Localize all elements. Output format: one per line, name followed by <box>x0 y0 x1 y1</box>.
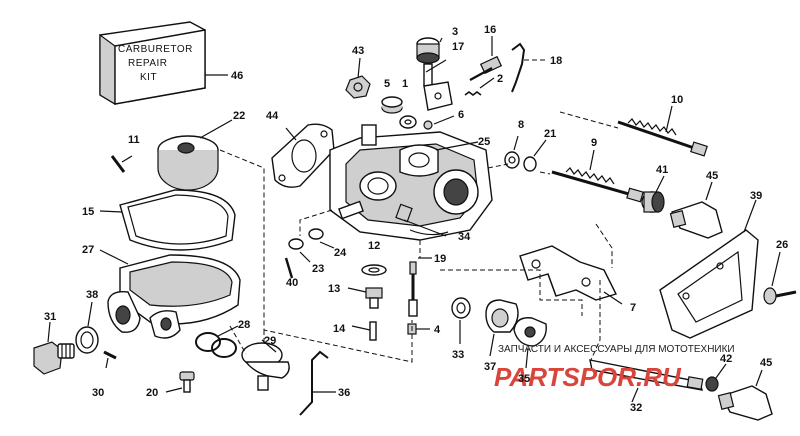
callout-21: 21 <box>544 128 556 140</box>
callout-32: 32 <box>630 402 642 414</box>
callout-11: 11 <box>128 134 140 146</box>
gland-6 <box>423 115 455 130</box>
pin-30 <box>103 350 117 369</box>
watermark-tagline: ЗАПЧАСТИ И АКСЕССУАРЫ ДЛЯ МОТОТЕХНИКИ <box>498 344 735 355</box>
callout-31: 31 <box>44 311 56 323</box>
callout-25: 25 <box>478 136 490 148</box>
callout-17: 17 <box>452 41 464 53</box>
link-rod-36 <box>299 350 336 416</box>
nut-43 <box>345 57 371 99</box>
callout-40: 40 <box>286 277 298 289</box>
plug-5 <box>381 96 403 114</box>
washer-33 <box>451 297 471 344</box>
pin-part <box>110 155 133 173</box>
callout-46: 46 <box>231 70 243 82</box>
callout-9: 9 <box>591 137 597 149</box>
carburetor-body <box>329 124 493 241</box>
shaft-32 <box>589 359 704 403</box>
callout-42: 42 <box>720 353 732 365</box>
o-rings <box>195 325 239 358</box>
callout-44: 44 <box>266 110 279 122</box>
callout-45-bottom: 45 <box>760 357 772 369</box>
callout-1: 1 <box>402 78 408 90</box>
watermark: ЗАПЧАСТИ И АКСЕССУАРЫ ДЛЯ МОТОТЕХНИКИ PA… <box>494 344 735 392</box>
callout-6: 6 <box>458 109 464 121</box>
assembly-dashed-lines <box>219 111 619 363</box>
callout-39: 39 <box>750 190 762 202</box>
needle-valve-stack <box>416 37 453 111</box>
float-bowl-gasket <box>99 189 236 251</box>
callout-16: 16 <box>484 24 496 36</box>
callout-29: 29 <box>264 335 276 347</box>
bushing-41 <box>641 175 665 213</box>
roller-37 <box>485 299 519 357</box>
repair-kit-box: CARBURETOR REPAIR KIT <box>99 21 228 106</box>
callout-13: 13 <box>328 283 340 295</box>
callout-2: 2 <box>497 73 503 85</box>
callout-22: 22 <box>233 110 245 122</box>
callout-14: 14 <box>333 323 346 335</box>
flange-gasket-44 <box>271 123 335 188</box>
callout-36: 36 <box>338 387 350 399</box>
callout-7: 7 <box>630 302 636 314</box>
knob-45-top <box>669 181 723 239</box>
screw-26 <box>763 251 797 305</box>
callout-24: 24 <box>334 247 347 259</box>
callout-37: 37 <box>484 361 496 373</box>
valve-29 <box>241 339 290 391</box>
callout-28: 28 <box>238 319 250 331</box>
callout-45-top: 45 <box>706 170 718 182</box>
washer-1 <box>399 115 417 129</box>
kit-label-line2: REPAIR <box>128 58 168 69</box>
callout-43: 43 <box>352 45 364 57</box>
drain-plug <box>33 321 75 375</box>
watermark-logo: PARTSPOR.RU <box>494 362 682 392</box>
callout-26: 26 <box>776 239 788 251</box>
callout-8: 8 <box>518 119 524 131</box>
callout-15: 15 <box>82 206 94 218</box>
seal-8 <box>504 135 520 169</box>
float-part <box>157 119 233 191</box>
callout-19: 19 <box>434 253 446 265</box>
callout-38: 38 <box>86 289 98 301</box>
callout-33: 33 <box>452 349 464 361</box>
cam-35 <box>513 317 547 369</box>
low-speed-needle-9 <box>551 149 644 203</box>
bracket-7 <box>519 245 623 305</box>
jet-parts <box>284 228 432 341</box>
cover-39 <box>659 199 759 339</box>
callout-18: 18 <box>550 55 562 67</box>
callout-34: 34 <box>458 231 471 243</box>
washer-21 <box>523 139 547 172</box>
callout-30: 30 <box>92 387 104 399</box>
washer-42 <box>705 363 727 392</box>
callout-4: 4 <box>434 324 441 336</box>
callout-12: 12 <box>368 240 380 252</box>
kit-label-line3: KIT <box>140 72 157 83</box>
callout-35: 35 <box>518 373 530 385</box>
high-speed-needle-10 <box>617 105 708 157</box>
link-18 <box>511 42 546 93</box>
callout-27: 27 <box>82 244 94 256</box>
knob-45-bottom <box>717 369 773 421</box>
needle-spring <box>464 36 503 96</box>
callout-3: 3 <box>452 26 458 38</box>
callout-numbers: 1 2 3 4 5 6 7 8 9 10 11 12 13 14 15 16 1… <box>44 24 788 414</box>
callout-10: 10 <box>671 94 683 106</box>
callout-5: 5 <box>384 78 390 90</box>
callout-20: 20 <box>146 387 158 399</box>
screw-20 <box>165 371 195 393</box>
plug-38 <box>75 301 99 354</box>
callout-41: 41 <box>656 164 668 176</box>
kit-label-line1: CARBURETOR <box>118 44 193 55</box>
float-bowl <box>99 249 241 339</box>
callout-23: 23 <box>312 263 324 275</box>
